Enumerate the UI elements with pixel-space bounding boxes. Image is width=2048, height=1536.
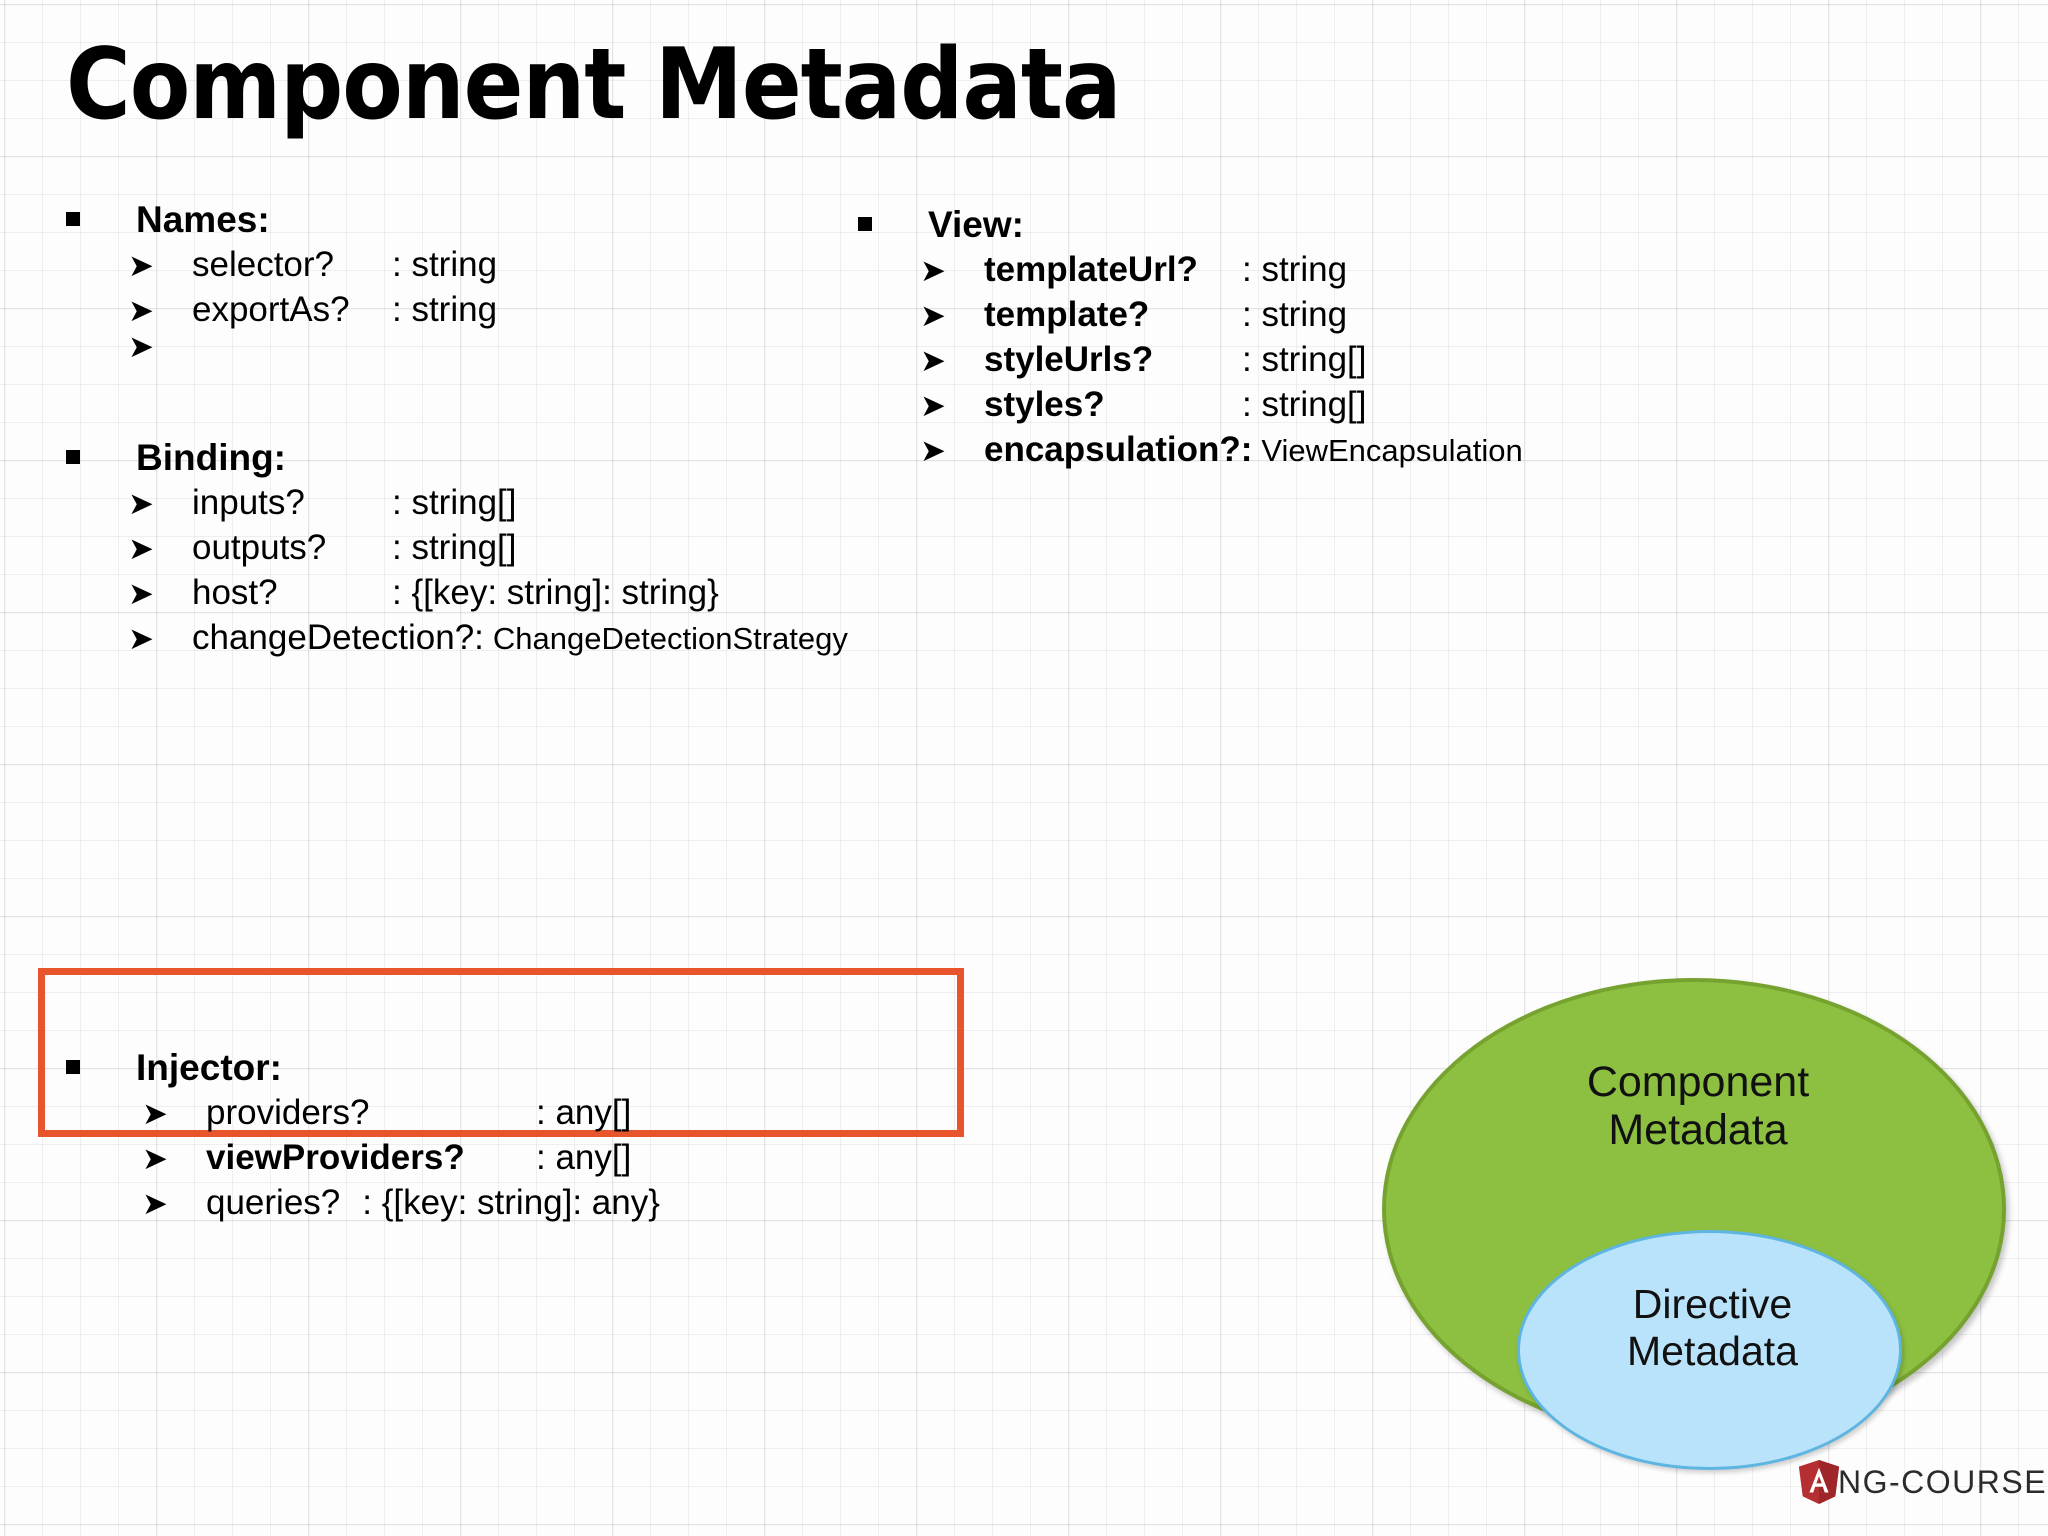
list-item: ➤ changeDetection?: ChangeDetectionStrat… (66, 615, 848, 660)
injector-group: Injector: ➤ providers? : any[] ➤ viewPro… (66, 1046, 660, 1225)
property-name: outputs? (192, 527, 327, 567)
binding-heading: Binding: (66, 436, 848, 480)
list-item: ➤ encapsulation?: ViewEncapsulation (858, 427, 1523, 472)
arrow-bullet-icon: ➤ (128, 247, 154, 284)
arrow-bullet-icon: ➤ (920, 342, 946, 379)
list-item: ➤ template? : string (858, 292, 1523, 337)
view-heading: View: (858, 203, 1523, 247)
arrow-bullet-icon: ➤ (128, 485, 154, 522)
injector-highlight-box (38, 968, 964, 1137)
arrow-bullet-icon: ➤ (128, 530, 154, 567)
list-item: ➤ providers? : any[] (66, 1090, 660, 1135)
venn-inner-label: Directive Metadata (1627, 1281, 1798, 1374)
property-type: : any[] (536, 1092, 632, 1132)
venn-inner-ellipse: Directive Metadata (1517, 1230, 1902, 1470)
list-item: ➤ viewProviders? : any[] (66, 1135, 660, 1180)
property-name: exportAs? (192, 289, 350, 329)
property-name: template? (984, 294, 1150, 334)
arrow-bullet-icon: ➤ (920, 388, 946, 425)
property-type: : string[] (1242, 385, 1367, 425)
list-item: ➤ queries? : {[key: string]: any} (66, 1180, 660, 1225)
arrow-bullet-icon: ➤ (142, 1095, 168, 1132)
square-bullet-icon (66, 1060, 80, 1074)
property-type: : string[] (392, 482, 517, 522)
property-type: ViewEncapsulation (1261, 433, 1523, 469)
arrow-bullet-icon: ➤ (920, 433, 946, 470)
arrow-bullet-icon: ➤ (128, 328, 154, 365)
page-title: Component Metadata (66, 28, 1121, 142)
arrow-bullet-icon: ➤ (128, 292, 154, 329)
view-group: View: ➤ templateUrl? : string ➤ template… (858, 203, 1523, 472)
property-name: providers? (206, 1092, 370, 1132)
property-type: : string[] (392, 527, 517, 567)
property-name: selector? (192, 244, 335, 284)
property-name: inputs? (192, 482, 305, 522)
square-bullet-icon (66, 212, 80, 226)
ang-course-logo: NG-COURSE (1796, 1458, 2047, 1506)
arrow-bullet-icon: ➤ (920, 252, 946, 289)
property-type: : string (392, 244, 498, 284)
property-name: host? (192, 572, 278, 612)
property-type: : {[key: string]: any} (362, 1182, 660, 1222)
property-name: encapsulation?: (984, 430, 1253, 470)
property-type: : string[] (1242, 339, 1367, 379)
names-heading: Names: (66, 198, 497, 242)
property-type: : {[key: string]: string} (392, 572, 719, 612)
list-item: ➤ templateUrl? : string (858, 247, 1523, 292)
property-name: styles? (984, 385, 1105, 425)
square-bullet-icon (66, 450, 80, 464)
list-item: ➤ selector? : string (66, 242, 497, 287)
arrow-bullet-icon: ➤ (128, 621, 154, 658)
angular-shield-icon (1798, 1459, 1840, 1505)
square-bullet-icon (858, 217, 872, 231)
property-type: : string (392, 289, 498, 329)
arrow-bullet-icon: ➤ (128, 575, 154, 612)
logo-text: NG-COURSE (1838, 1463, 2048, 1500)
list-item: ➤ inputs? : string[] (66, 480, 848, 525)
property-name: changeDetection?: (192, 618, 484, 658)
list-item-empty: ➤ (66, 328, 497, 365)
arrow-bullet-icon: ➤ (142, 1185, 168, 1222)
property-type: : any[] (536, 1137, 632, 1177)
property-name: styleUrls? (984, 339, 1154, 379)
property-name: templateUrl? (984, 249, 1198, 289)
list-item: ➤ host? : {[key: string]: string} (66, 570, 848, 615)
property-type: : string (1242, 249, 1348, 289)
venn-outer-label: Component Metadata (1586, 1058, 1810, 1155)
list-item: ➤ exportAs? : string (66, 287, 497, 332)
injector-heading: Injector: (66, 1046, 660, 1090)
property-type: ChangeDetectionStrategy (492, 621, 848, 657)
names-group: Names: ➤ selector? : string ➤ exportAs? … (66, 198, 497, 363)
property-name: queries? (206, 1182, 341, 1222)
list-item: ➤ styles? : string[] (858, 382, 1523, 427)
list-item: ➤ outputs? : string[] (66, 525, 848, 570)
property-name: viewProviders? (206, 1137, 465, 1177)
venn-outer-circle: Component Metadata Directive Metadata (1382, 978, 2006, 1470)
arrow-bullet-icon: ➤ (142, 1140, 168, 1177)
arrow-bullet-icon: ➤ (920, 297, 946, 334)
binding-group: Binding: ➤ inputs? : string[] ➤ outputs?… (66, 436, 848, 660)
property-type: : string (1242, 294, 1348, 334)
venn-diagram: Component Metadata Directive Metadata (1382, 978, 2014, 1470)
list-item: ➤ styleUrls? : string[] (858, 337, 1523, 382)
